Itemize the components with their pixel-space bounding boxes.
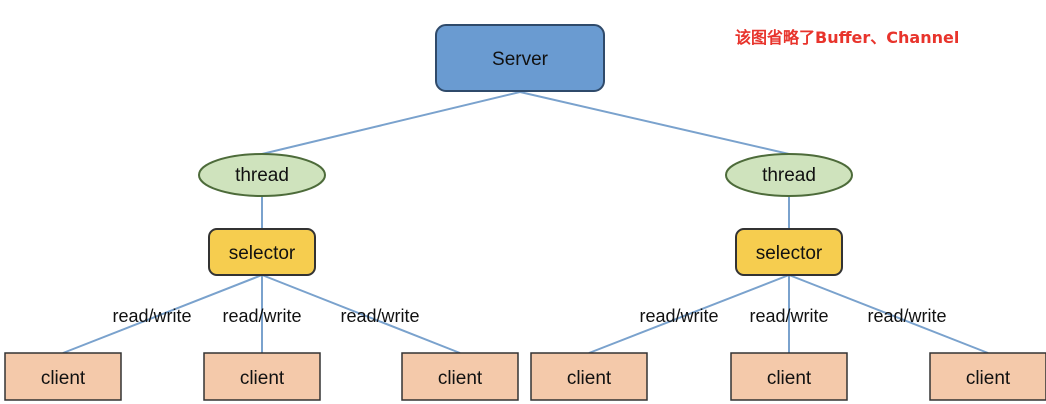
edge-label-5: read/write bbox=[749, 306, 828, 326]
edges bbox=[62, 91, 989, 354]
group-1: thread selector read/write read/write re… bbox=[4, 153, 519, 401]
thread-node-1 bbox=[198, 153, 326, 197]
edge-label-2: read/write bbox=[222, 306, 301, 326]
edge-selector-client-6 bbox=[788, 274, 989, 354]
client-label-1: client bbox=[41, 368, 86, 389]
edge-label-4: read/write bbox=[639, 306, 718, 326]
client-node-4 bbox=[530, 352, 648, 401]
thread-label-2: thread bbox=[762, 165, 816, 186]
edge-selector-client-4 bbox=[588, 274, 790, 354]
client-node-3 bbox=[401, 352, 519, 401]
diagram-note: 该图省略了Buffer、Channel bbox=[735, 28, 959, 47]
client-label-2: client bbox=[240, 368, 285, 389]
client-node-6 bbox=[929, 352, 1046, 401]
client-node-2 bbox=[203, 352, 321, 401]
edge-label-6: read/write bbox=[867, 306, 946, 326]
client-label-3: client bbox=[438, 368, 483, 389]
selector-node-2 bbox=[735, 228, 843, 276]
selector-node-1 bbox=[208, 228, 316, 276]
client-label-5: client bbox=[767, 368, 812, 389]
edge-selector-client-3 bbox=[261, 274, 461, 354]
client-label-4: client bbox=[567, 368, 612, 389]
edge-server-thread-2 bbox=[519, 91, 790, 155]
server-node: Server bbox=[435, 24, 605, 92]
selector-label-2: selector bbox=[756, 243, 823, 264]
edge-server-thread-1 bbox=[261, 91, 521, 155]
client-node-1 bbox=[4, 352, 122, 401]
server-label: Server bbox=[492, 49, 549, 70]
server-box bbox=[435, 24, 605, 92]
selector-label-1: selector bbox=[229, 243, 296, 264]
group-2: thread selector read/write read/write re… bbox=[530, 153, 1046, 401]
edge-selector-client-1 bbox=[62, 274, 263, 354]
client-node-5 bbox=[730, 352, 848, 401]
thread-node-2 bbox=[725, 153, 853, 197]
thread-label-1: thread bbox=[235, 165, 289, 186]
client-label-6: client bbox=[966, 368, 1011, 389]
edge-label-3: read/write bbox=[340, 306, 419, 326]
edge-label-1: read/write bbox=[112, 306, 191, 326]
